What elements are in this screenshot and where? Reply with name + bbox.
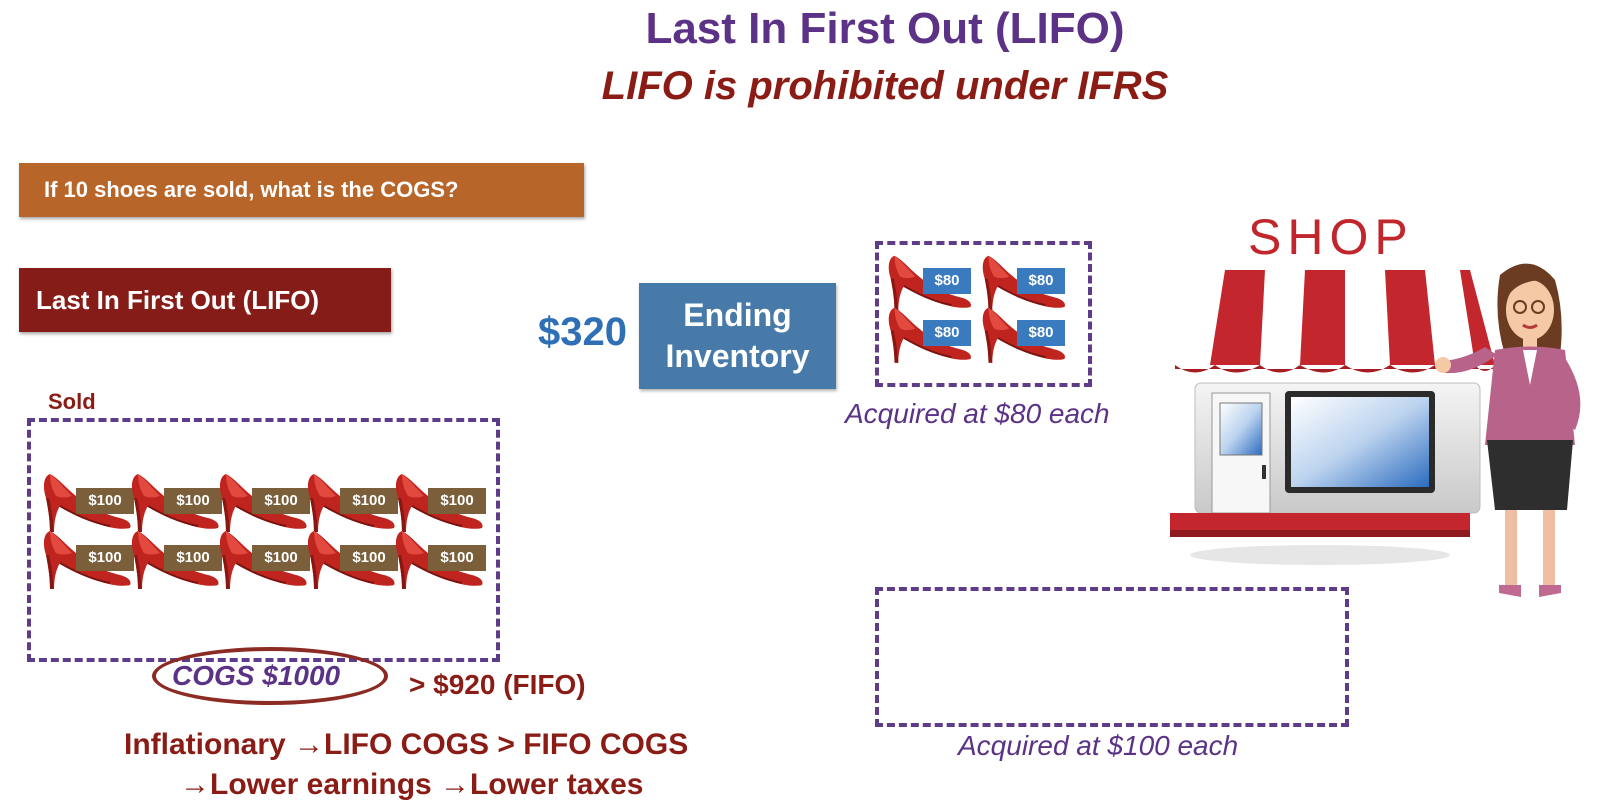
sold-price-tag: $100 [252, 488, 310, 514]
shop-sign: SHOP [1248, 209, 1414, 265]
empty-batch-caption: Acquired at $100 each [958, 730, 1239, 761]
remaining-caption: Acquired at $80 each [845, 398, 1110, 429]
ending-inventory-box: Ending Inventory [639, 283, 836, 389]
page-subtitle: LIFO is prohibited under IFRS [601, 64, 1169, 108]
sold-price-tag: $100 [76, 545, 134, 571]
shopkeeper-woman-icon [1435, 263, 1581, 597]
remaining-price-tag: $80 [923, 268, 971, 294]
remaining-shoe: $80 [979, 250, 1066, 318]
note-line-1: Inflationary →LIFO COGS > FIFO COGS [124, 728, 689, 761]
remaining-shoe: $80 [885, 302, 972, 370]
sold-price-tag: $100 [252, 545, 310, 571]
sold-shoe: $100 [128, 525, 222, 596]
sold-price-tag: $100 [164, 488, 222, 514]
sold-shoe: $100 [304, 468, 398, 539]
sold-price-tag: $100 [428, 545, 486, 571]
question-banner: If 10 shoes are sold, what is the COGS? [19, 163, 584, 217]
cogs-label: COGS $1000 [172, 660, 341, 691]
sold-shoe: $100 [216, 468, 310, 539]
ending-inventory-label-line1: Ending [683, 297, 792, 333]
cogs-highlight-oval [152, 647, 388, 705]
remaining-shoe: $80 [885, 250, 972, 318]
sold-price-tag: $100 [428, 488, 486, 514]
remaining-price-tag: $80 [923, 320, 971, 346]
sold-shoe: $100 [128, 468, 222, 539]
shop-storefront-icon [1170, 270, 1495, 565]
method-label: Last In First Out (LIFO) [19, 268, 391, 332]
sold-shoe: $100 [40, 525, 134, 596]
sold-price-tag: $100 [76, 488, 134, 514]
sold-shoe: $100 [216, 525, 310, 596]
ending-inventory-value: $320 [538, 310, 627, 354]
sold-shoe: $100 [40, 468, 134, 539]
note-line-2: →Lower earnings →Lower taxes [180, 768, 644, 801]
sold-price-tag: $100 [340, 488, 398, 514]
cogs-comparison: > $920 (FIFO) [409, 669, 586, 700]
sold-label: Sold [48, 389, 96, 414]
remaining-shoes-box [875, 241, 1092, 387]
sold-price-tag: $100 [164, 545, 222, 571]
ending-inventory-label-line2: Inventory [665, 338, 810, 374]
remaining-shoe: $80 [979, 302, 1066, 370]
sold-price-tag: $100 [340, 545, 398, 571]
remaining-price-tag: $80 [1017, 320, 1065, 346]
remaining-price-tag: $80 [1017, 268, 1065, 294]
sold-shoe: $100 [392, 525, 486, 596]
empty-batch-box [875, 587, 1349, 727]
sold-shoe: $100 [304, 525, 398, 596]
page-title: Last In First Out (LIFO) [645, 4, 1125, 53]
sold-shoe: $100 [392, 468, 486, 539]
